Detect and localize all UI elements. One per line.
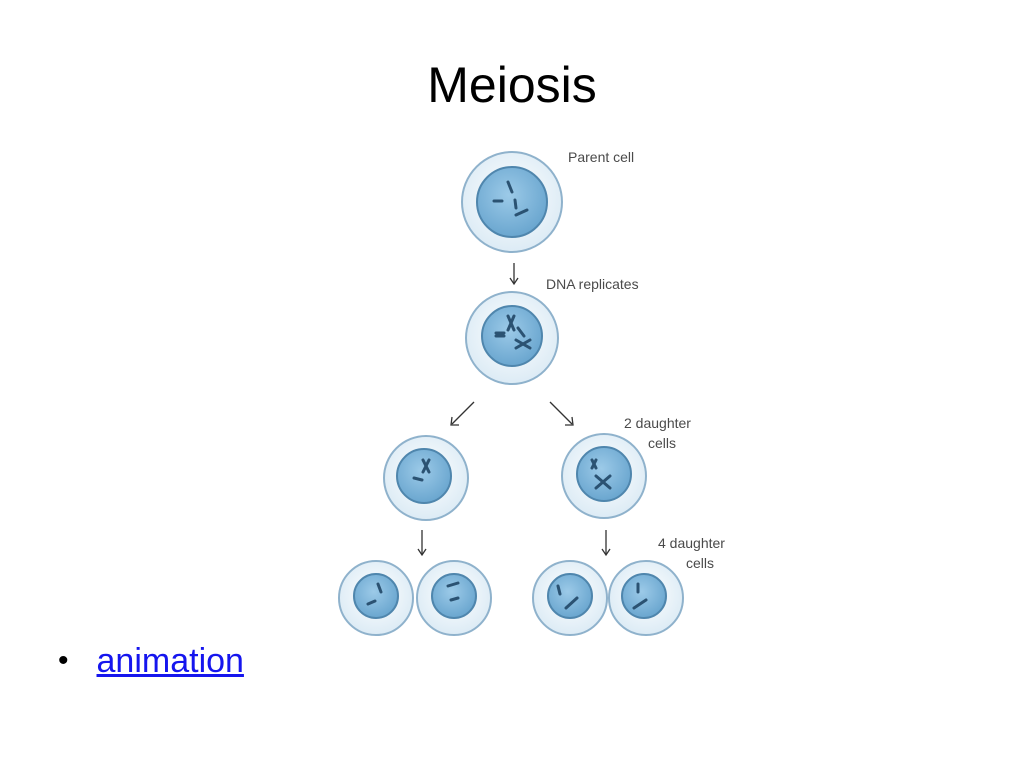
arrow-diagonal-left [450, 401, 475, 426]
daughter-cell-left [383, 435, 469, 521]
slide-title: Meiosis [427, 57, 597, 113]
label-four-daughter-line1: 4 daughter [658, 535, 725, 551]
animation-link[interactable]: animation [96, 641, 244, 680]
bullet-item: • animation [58, 636, 244, 686]
chromosomes [492, 180, 529, 217]
chromosomes [632, 582, 648, 610]
arrow-down [509, 263, 519, 286]
chromosomes [556, 584, 579, 610]
chromosomes [366, 582, 383, 606]
chromosomes [412, 458, 431, 482]
granddaughter-cell-4 [608, 560, 684, 636]
granddaughter-cell-2 [416, 560, 492, 636]
label-two-daughter-line1: 2 daughter [624, 415, 691, 431]
meiosis-diagram: Parent cell DNA rep [320, 130, 780, 640]
granddaughter-cell-1 [338, 560, 414, 636]
arrow-down [601, 530, 611, 557]
arrow-diagonal-right [549, 401, 574, 426]
label-two-daughter-line2: cells [648, 435, 676, 451]
label-parent-cell: Parent cell [568, 149, 634, 165]
granddaughter-cell-3 [532, 560, 608, 636]
label-dna-replicates: DNA replicates [546, 276, 639, 292]
replicated-cell [465, 291, 559, 385]
daughter-cell-right [561, 433, 647, 519]
chromosomes [590, 458, 612, 490]
bullet-icon: • [58, 644, 69, 677]
parent-cell [461, 151, 563, 253]
arrow-down [417, 530, 427, 557]
label-four-daughter-line2: cells [686, 555, 714, 571]
chromosomes [446, 581, 460, 602]
chromosomes [494, 314, 532, 350]
